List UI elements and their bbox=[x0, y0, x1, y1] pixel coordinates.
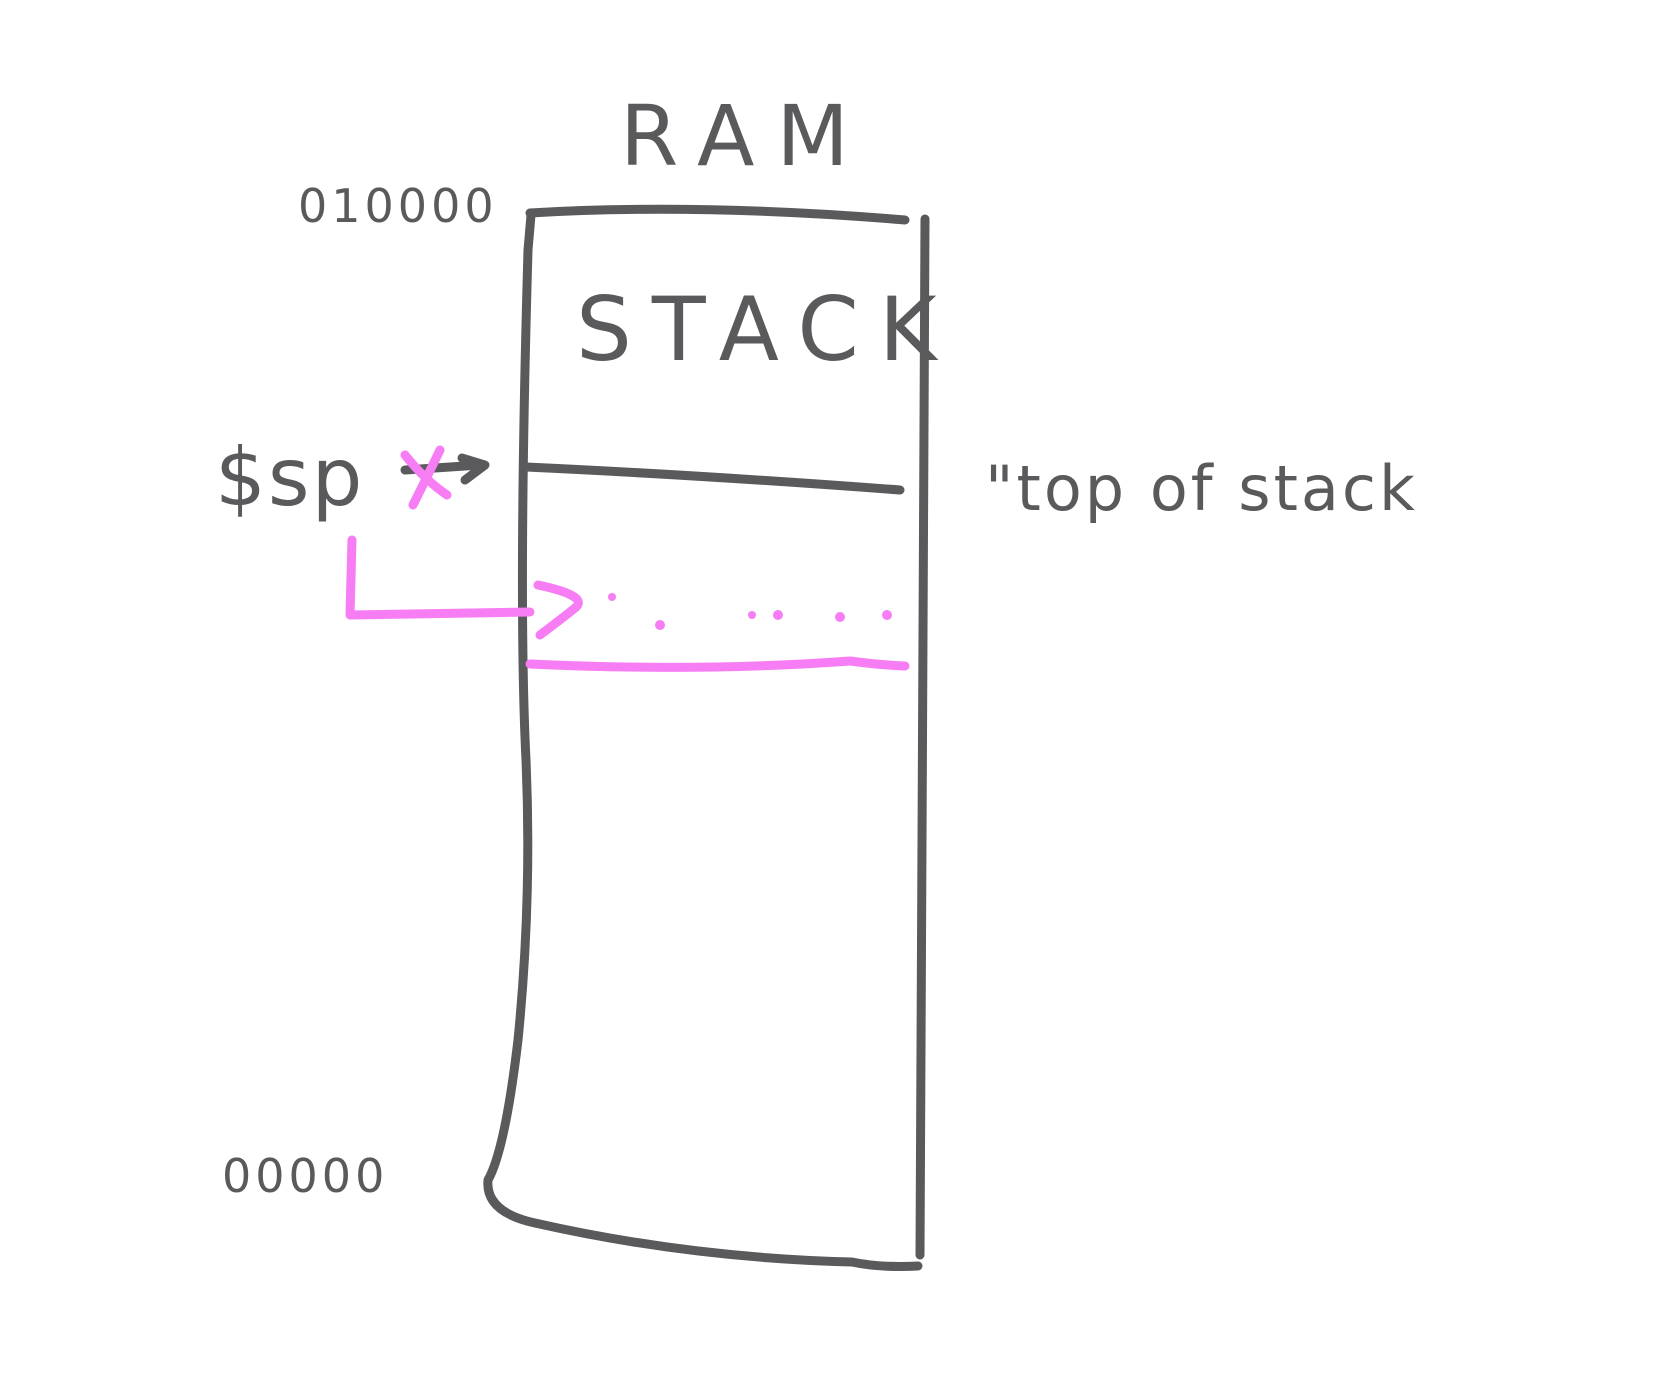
address-top-label: 010000 bbox=[298, 179, 498, 233]
new-stack-top-line bbox=[525, 656, 910, 672]
stack-top-divider bbox=[521, 462, 905, 495]
ram-box bbox=[483, 204, 930, 1271]
dotted-row bbox=[608, 593, 892, 630]
address-bottom-label: 00000 bbox=[222, 1149, 388, 1203]
ram-box-right-edge bbox=[915, 214, 930, 1260]
new-sp-arrow bbox=[345, 535, 583, 640]
sp-register-label: $sp bbox=[215, 431, 364, 524]
cross-out-mark bbox=[400, 445, 452, 510]
stack-label: STACK bbox=[576, 278, 957, 381]
ram-title: RAM bbox=[620, 87, 871, 185]
top-of-stack-annotation: "top of stack bbox=[985, 452, 1418, 525]
ram-box-top-edge bbox=[525, 204, 910, 225]
ram-box-left-edge bbox=[483, 210, 923, 1271]
